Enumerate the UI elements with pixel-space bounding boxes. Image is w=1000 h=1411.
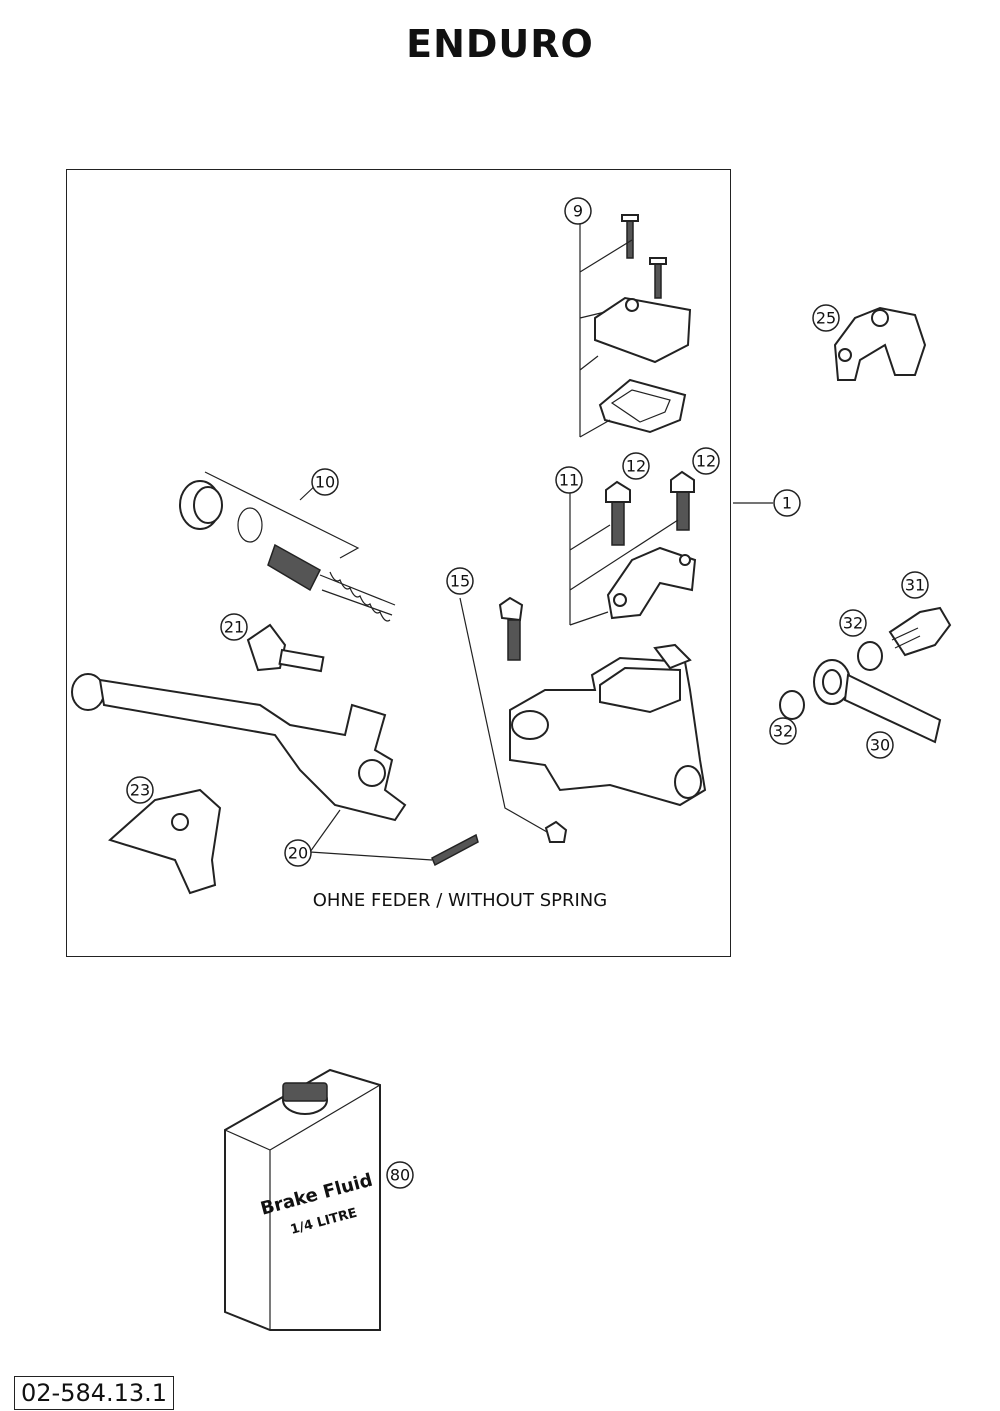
svg-text:1: 1 [782,494,792,513]
callout-1: 1 [773,489,801,517]
clamp-group [569,470,773,626]
callout-25: 25 [812,304,840,332]
spring-note: OHNE FEDER / WITHOUT SPRING [312,890,608,911]
svg-text:23: 23 [130,781,150,800]
svg-text:12: 12 [626,457,646,476]
svg-text:9: 9 [573,202,583,221]
piston-kit-group [179,471,396,622]
pivot-bolt [459,596,568,843]
callout-11: 11 [555,466,583,494]
lever-guard [108,788,222,895]
assembly-frame [66,169,731,957]
callout-15: 15 [446,567,474,595]
svg-text:32: 32 [843,614,863,633]
callout-80: 80 [386,1161,414,1189]
svg-text:32: 32 [773,722,793,741]
svg-text:11: 11 [559,471,579,490]
callout-21: 21 [220,613,248,641]
brake-hose-assembly [779,606,952,744]
page-title: ENDURO [406,22,594,66]
brake-lever [71,673,479,867]
svg-text:15: 15 [450,572,470,591]
callout-31: 31 [901,571,929,599]
reservoir-cover-group [579,214,692,438]
callout-10: 10 [311,468,339,496]
svg-text:21: 21 [224,618,244,637]
brake-fluid-bottle: Brake Fluid 1/4 LITRE [224,1068,381,1331]
svg-text:30: 30 [870,736,890,755]
svg-text:12: 12 [696,452,716,471]
callout-9: 9 [564,197,592,225]
svg-text:80: 80 [390,1166,410,1185]
svg-text:25: 25 [816,309,836,328]
callout-32a: 32 [839,609,867,637]
callout-12a: 12 [622,452,650,480]
master-cylinder-body [509,643,707,807]
handlebar-clamp [833,306,927,381]
svg-text:20: 20 [288,844,308,863]
svg-text:31: 31 [905,576,925,595]
svg-text:10: 10 [315,473,335,492]
callout-12b: 12 [692,447,720,475]
document-code: 02-584.13.1 [14,1376,175,1410]
callout-20: 20 [284,839,312,867]
callout-32b: 32 [769,717,797,745]
callout-23: 23 [126,776,154,804]
adjuster-screw [246,623,325,673]
callout-30: 30 [866,731,894,759]
